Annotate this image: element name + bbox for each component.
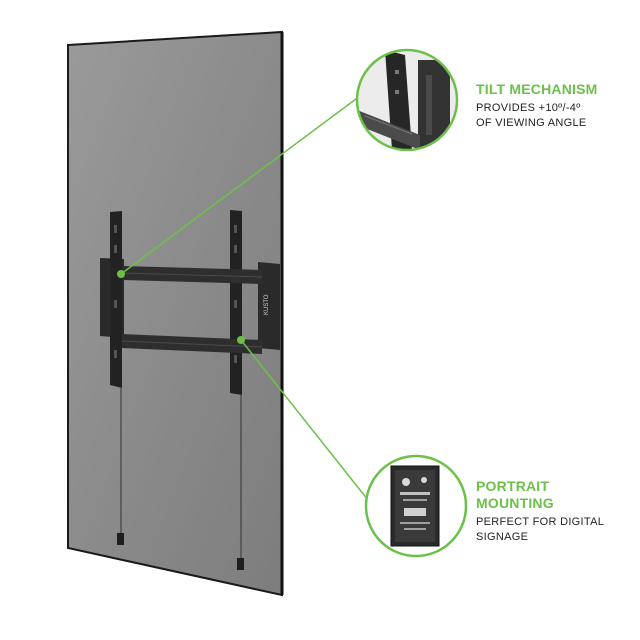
feature-title: PORTRAIT MOUNTING [476,478,640,512]
callout-points [117,270,245,344]
feature-description-line: SIGNAGE [476,531,529,543]
portrait-signage-icon [364,454,468,558]
feature-portrait-mounting: PORTRAIT MOUNTING PERFECT FOR DIGITAL SI… [476,478,640,545]
feature-description-line: OF VIEWING ANGLE [476,117,587,129]
bracket-brand-label: KUSTO [264,294,270,315]
wall-mount-bracket [100,210,280,570]
feature-description: PROVIDES +10º/-4º OF VIEWING ANGLE [476,101,640,131]
tilt-closeup-icon [355,48,459,152]
feature-description-line: PROVIDES +10º/-4º [476,102,581,114]
feature-description: PERFECT FOR DIGITAL SIGNAGE [476,515,640,545]
feature-title-line: PORTRAIT [476,478,550,494]
feature-tilt-mechanism: TILT MECHANISM PROVIDES +10º/-4º OF VIEW… [476,81,640,131]
callout-lines [120,95,369,501]
feature-description-line: PERFECT FOR DIGITAL [476,516,605,528]
feature-title: TILT MECHANISM [476,81,598,97]
feature-title-line: MOUNTING [476,495,554,511]
